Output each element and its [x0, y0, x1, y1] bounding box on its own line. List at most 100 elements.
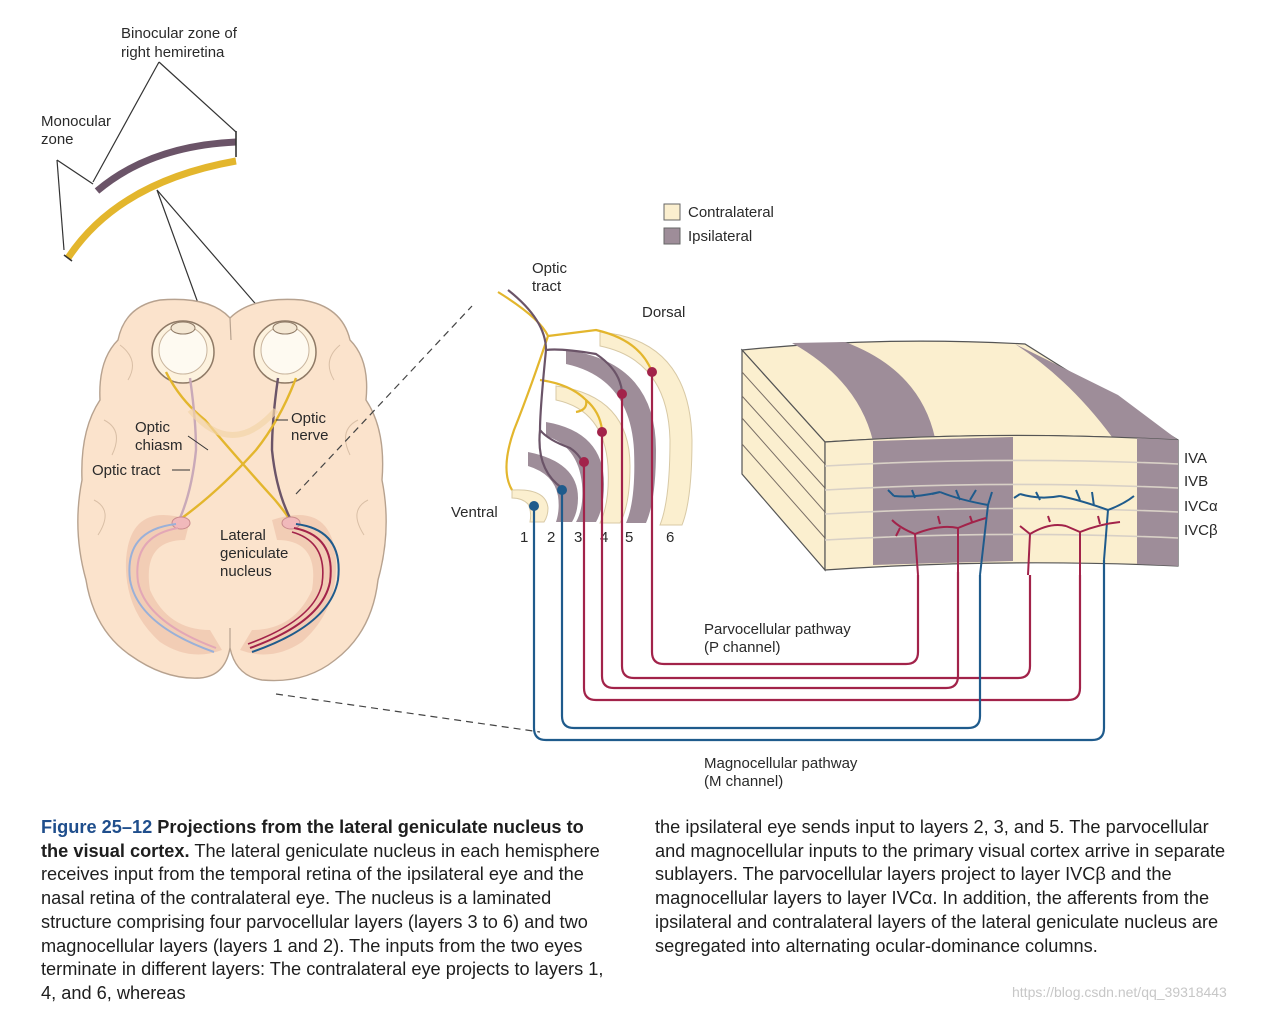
dorsal-label: Dorsal: [642, 304, 685, 321]
lgn-label-3: nucleus: [220, 563, 272, 580]
parvocellular-label-2: (P channel): [704, 639, 780, 656]
retina-start-tick: [63, 254, 73, 262]
legend-swatch-ipsilateral: [663, 227, 681, 245]
optic-chiasm-pointer: [187, 435, 209, 451]
brain-gyri: [93, 344, 369, 536]
cortex-top-ipsi-band-1: [792, 342, 935, 441]
cortex-front-ipsi-column-1: [873, 437, 1013, 565]
right-optic-radiation-3: [247, 531, 324, 645]
cortex-layer-ivc-beta: IVCβ: [1184, 522, 1218, 539]
caption-text-right: the ipsilateral eye sends input to layer…: [655, 817, 1226, 956]
right-eye: [253, 320, 317, 384]
figure-number: Figure 25–12: [41, 817, 153, 837]
lgn-layers: Optic tract Dorsal Ventral 1 2 3 4 5 6: [451, 260, 693, 546]
left-optic-nerve-ipsi: [178, 377, 198, 519]
monocular-zone-label-2: zone: [41, 131, 74, 148]
cortex-layer-ivc-alpha: IVCα: [1184, 498, 1218, 515]
optic-chiasm-label-2: chiasm: [135, 437, 183, 454]
caption-right-column: the ipsilateral eye sends input to layer…: [655, 816, 1230, 958]
binocular-zone-label-1: Binocular zone of: [121, 25, 238, 42]
parvocellular-pathway: Parvocellular pathway (P channel): [582, 372, 1082, 702]
layer-number-5: 5: [625, 529, 633, 546]
right-lgn: [281, 516, 301, 530]
retina-arc-binocular: [94, 138, 237, 194]
chiasm-band: [187, 408, 279, 438]
left-optic-nerve-contra: [164, 371, 292, 521]
optic-nerve-label-1: Optic: [291, 410, 327, 427]
retina-arc-full: [65, 157, 237, 260]
binocular-pointer-right: [158, 61, 237, 133]
parvo-arbor-2: [1019, 515, 1121, 576]
right-optic-nerve-contra: [181, 377, 298, 519]
monocular-pointer-b: [56, 159, 94, 185]
right-optic-radiation-2: [249, 527, 332, 649]
lgn-layer-3: [546, 422, 604, 522]
optic-tract-contra-fiber: [497, 291, 654, 491]
monocular-pointer-a: [56, 159, 65, 251]
cortex-layer-ivb: IVB: [1184, 473, 1208, 490]
caption-left-column: Figure 25–12 Projections from the latera…: [41, 816, 616, 1006]
layer-number-2: 2: [547, 529, 555, 546]
parvo-arbor-1: [891, 515, 987, 576]
cortex-front-layer-lines: [824, 459, 1179, 541]
cortex-block: IVA IVB IVCα IVCβ: [740, 340, 1218, 576]
brain-outline: [77, 298, 387, 682]
magno-arbor-1: [887, 489, 993, 576]
retina-diagram: Binocular zone of right hemiretina Monoc…: [41, 25, 293, 351]
layer-number-4: 4: [600, 529, 608, 546]
right-optic-radiation: [251, 523, 340, 653]
caption-text-left: The lateral geniculate nucleus in each h…: [41, 840, 604, 1003]
parvo-axon-layer-5: [620, 394, 1032, 680]
cortex-layer-iva: IVA: [1184, 450, 1207, 467]
left-lgn: [171, 516, 191, 530]
legend-swatch-contralateral: [663, 203, 681, 221]
brain-midline: [229, 317, 232, 341]
optic-tract-label-2: tract: [532, 278, 562, 295]
left-optic-radiation-2: [136, 527, 217, 649]
legend-label-contralateral: Contralateral: [688, 204, 774, 221]
lgn-label-2: geniculate: [220, 545, 288, 562]
parvo-axon-layer-3: [582, 462, 1082, 702]
optic-nerve-label-2: nerve: [291, 427, 329, 444]
layer-number-3: 3: [574, 529, 582, 546]
brain-diagram: Optic chiasm Optic nerve Optic tract Lat…: [77, 298, 387, 682]
lgn-layer-4: [555, 385, 631, 524]
binocular-pointer-left: [92, 61, 160, 183]
optic-tract-brain-label: Optic tract: [92, 462, 161, 479]
legend-label-ipsilateral: Ipsilateral: [688, 228, 752, 245]
magnocellular-label-1: Magnocellular pathway: [704, 755, 858, 772]
optic-chiasm-label-1: Optic: [135, 419, 171, 436]
lgn-layer-5: [566, 350, 656, 523]
lgn-projection-diagram: Binocular zone of right hemiretina Monoc…: [41, 25, 1218, 790]
lgn-label-1: Lateral: [220, 527, 266, 544]
layer-number-1: 1: [520, 529, 528, 546]
magnocellular-pathway: Magnocellular pathway (M channel): [532, 490, 1106, 790]
lgn-layer-2: [528, 452, 578, 522]
layer-number-6: 6: [666, 529, 674, 546]
parvocellular-label-1: Parvocellular pathway: [704, 621, 851, 638]
zoom-line-bottom: [275, 693, 541, 733]
ventral-label: Ventral: [451, 504, 498, 521]
magno-axon-layer-1: [532, 506, 1106, 742]
lgn-layer-6: [599, 331, 693, 526]
legend: Contralateral Ipsilateral: [663, 203, 774, 245]
cortex-top-ipsi-band-2: [1015, 344, 1178, 440]
right-optic-nerve-ipsi: [270, 377, 292, 519]
watermark: https://blog.csdn.net/qq_39318443: [1012, 984, 1227, 1000]
left-eye: [151, 320, 215, 384]
magno-axon-layer-2: [560, 490, 982, 730]
monocular-zone-label-1: Monocular: [41, 113, 111, 130]
left-optic-radiation: [128, 523, 215, 653]
magno-arbor-2: [1013, 489, 1135, 561]
cortex-front-ipsi-column-2: [1137, 438, 1178, 566]
binocular-zone-label-2: right hemiretina: [121, 44, 225, 61]
magnocellular-label-2: (M channel): [704, 773, 783, 790]
parvo-axon-layer-4: [600, 432, 960, 690]
optic-tract-ipsi-fiber: [507, 289, 624, 489]
left-ventricle: [125, 515, 222, 655]
cortex-left-face-lines: [741, 371, 826, 539]
figure-title: Projections from the lateral geniculate …: [41, 817, 584, 861]
zoom-line-top: [295, 305, 473, 495]
optic-tract-label-1: Optic: [532, 260, 568, 277]
parvo-axon-layer-6: [650, 372, 920, 666]
